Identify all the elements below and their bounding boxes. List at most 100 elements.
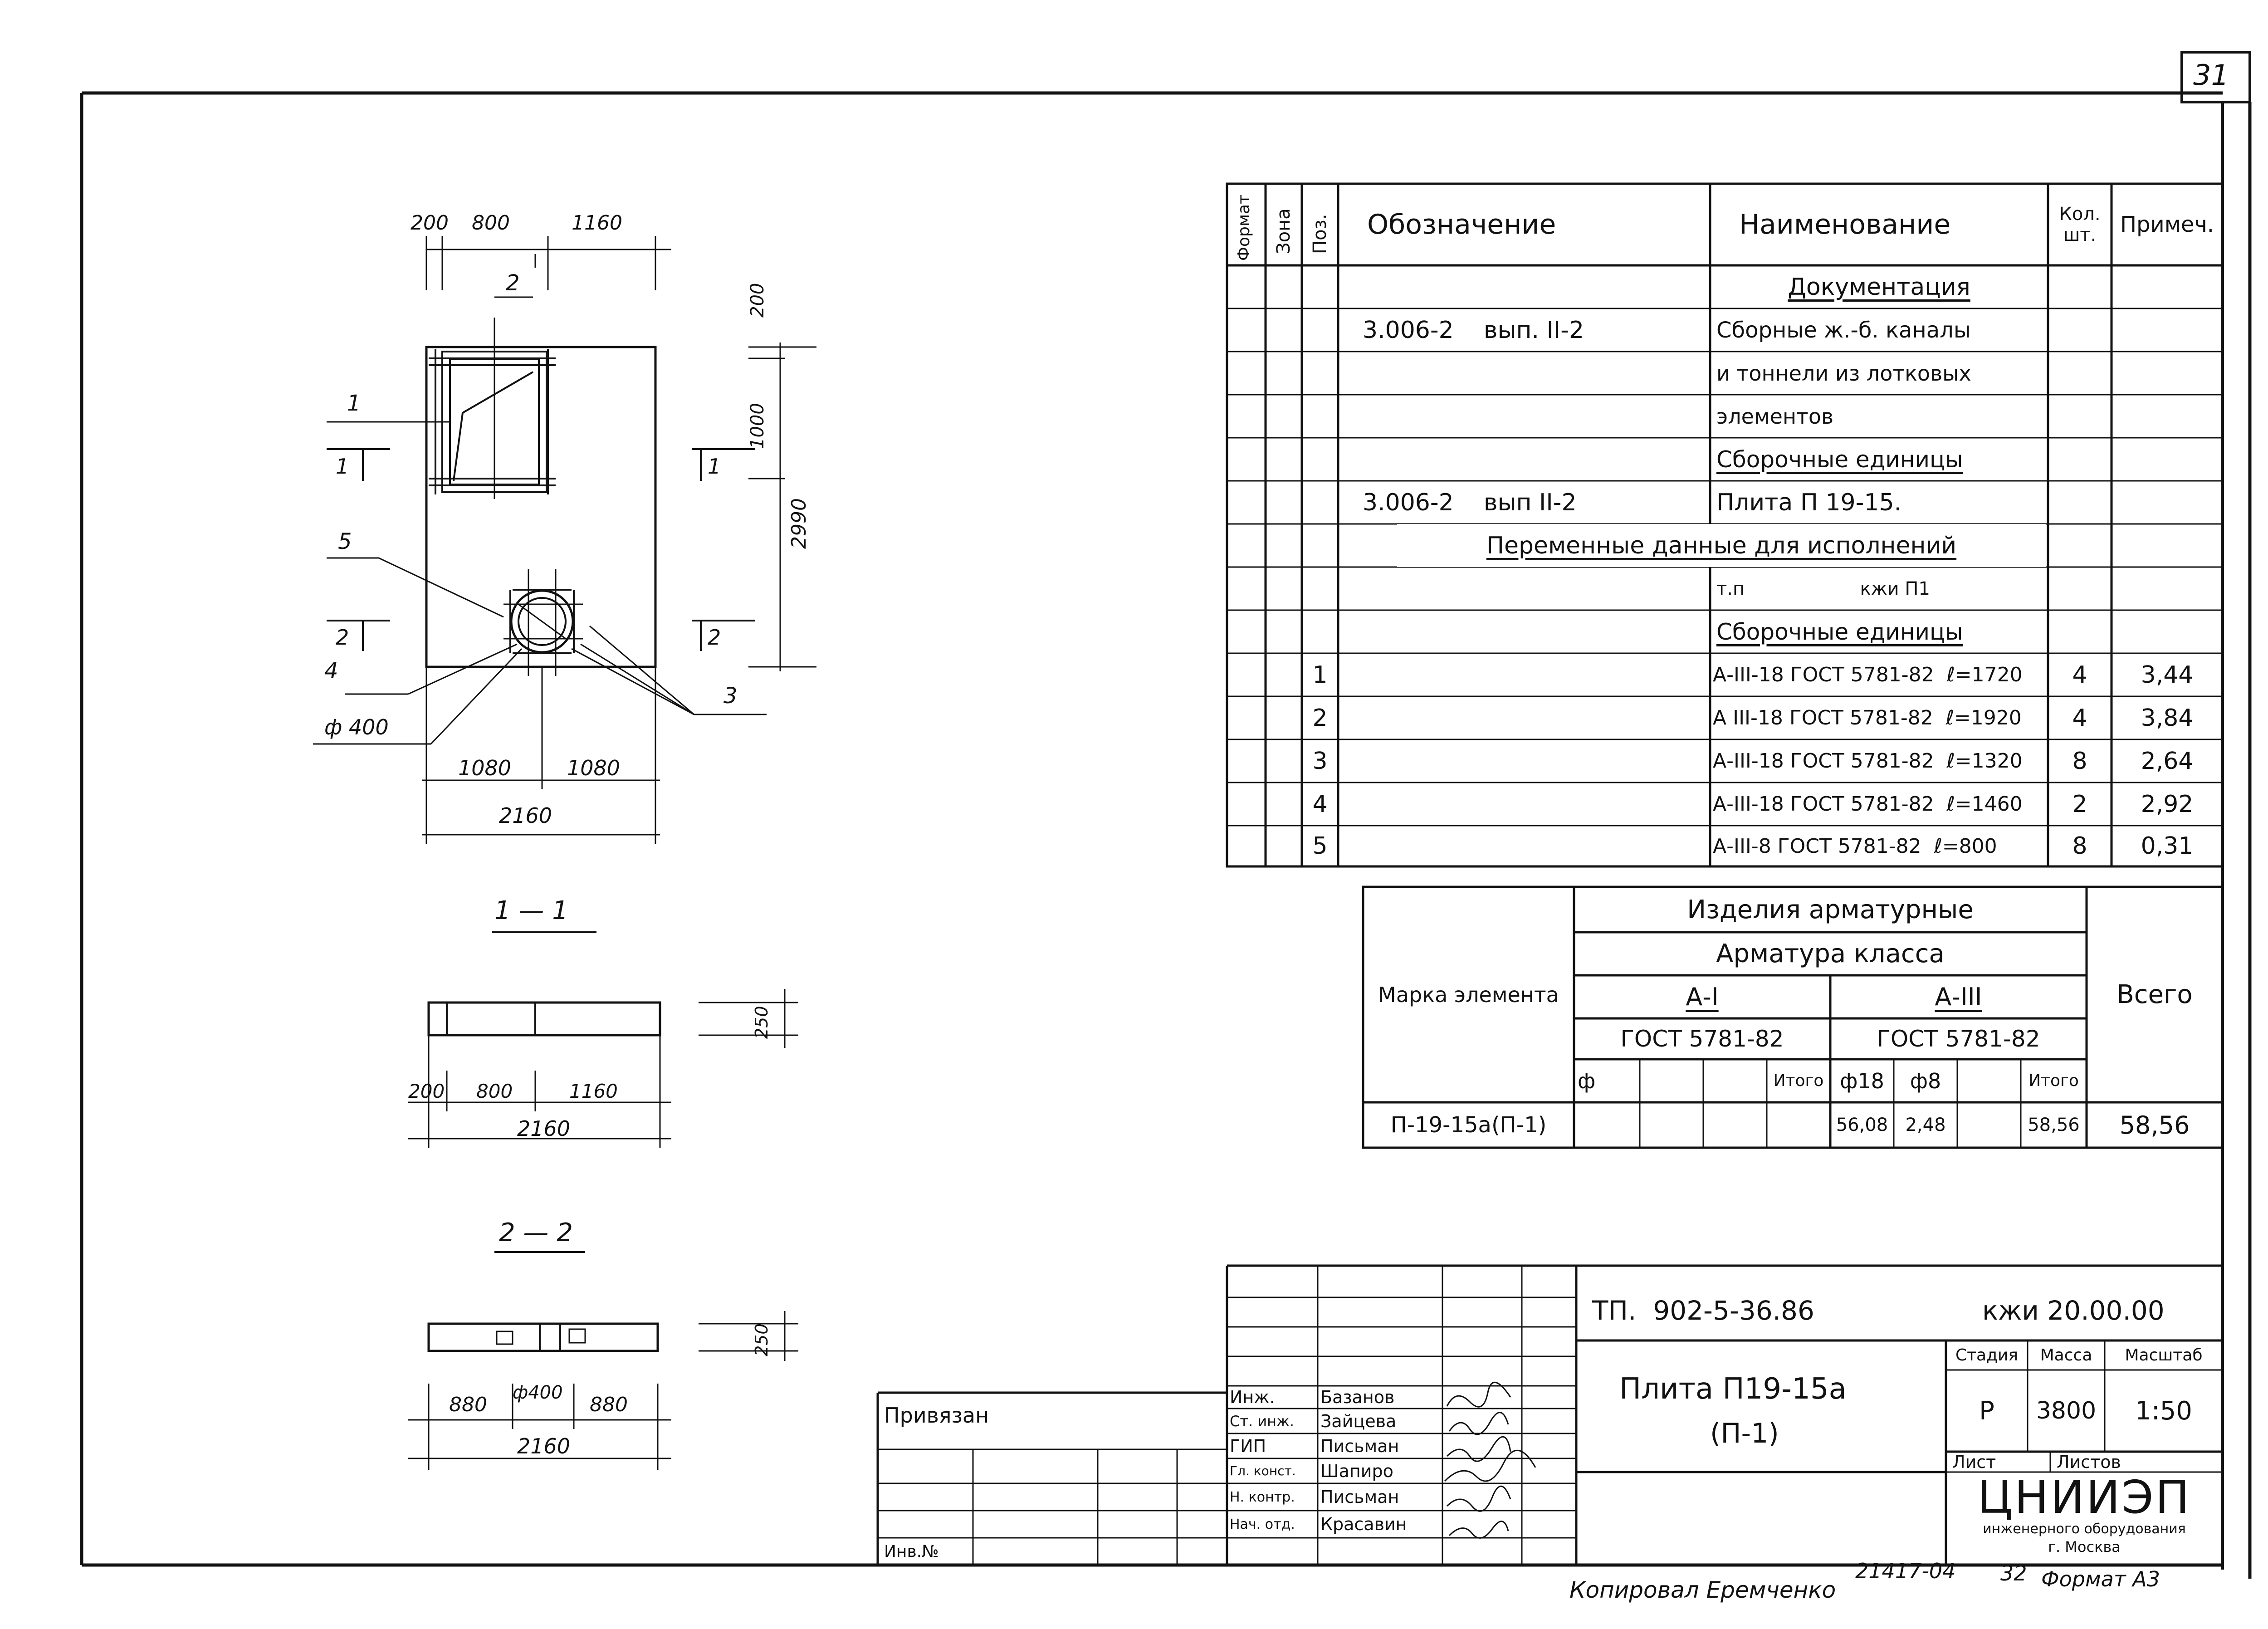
sig-name-3: Письман [1320, 1436, 1399, 1456]
org-city: г. Москва [2048, 1538, 2121, 1556]
section-mark-1-right: 1 [708, 454, 721, 479]
spec-row-13-name: А-III-18 ГОСТ 5781-82 ℓ=1460 [1713, 792, 2023, 816]
plan-dim-1160-top: 1160 [572, 211, 622, 235]
spec-row-14-note: 0,31 [2141, 832, 2194, 860]
section-mark-2-left: 2 [336, 625, 349, 650]
section-1-1-dim-200: 200 [408, 1080, 445, 1102]
rebar-sub-a3-total: Итого [2028, 1071, 2079, 1090]
signature-scribbles [1445, 1382, 1535, 1538]
spec-row-4-name: элементов [1716, 404, 1834, 429]
mass-label: Масса [2040, 1346, 2092, 1365]
spec-row-1-name: Документация [1788, 273, 1970, 301]
plan-dim-200-top: 200 [411, 211, 449, 235]
spec-row-12-name: А-III-18 ГОСТ 5781-82 ℓ=1320 [1713, 749, 2023, 773]
section-2-2-dim-880-right: 880 [590, 1393, 628, 1416]
page-ref: 32 [2000, 1561, 2027, 1585]
drawing-title-line2: (П-1) [1710, 1418, 1779, 1449]
spec-header-format: Формат [1235, 194, 1253, 261]
section-mark-1-left: 1 [336, 454, 349, 479]
spec-row-11-note: 3,84 [2141, 704, 2194, 732]
inventory-number: 21417-04 [1855, 1559, 1956, 1583]
section-2-2-height: 250 [752, 1323, 772, 1356]
bound-label: Привязан [884, 1403, 989, 1428]
plan-callout-1: 1 [347, 391, 361, 416]
sig-name-5: Письман [1320, 1487, 1399, 1507]
sig-role-4: Гл. конст. [1230, 1463, 1296, 1478]
plan-dim-1000-right: 1000 [747, 403, 768, 449]
rebar-class-a1: А-I [1686, 983, 1719, 1011]
plan-dim-1080-left: 1080 [458, 756, 512, 780]
spec-header-designation: Обозначение [1367, 209, 1556, 240]
plan-dim-200-right: 200 [747, 283, 768, 318]
rebar-row-a3-total: 58,56 [2028, 1115, 2080, 1135]
rebar-row-mark: П-19-15а(П-1) [1390, 1112, 1547, 1138]
section-1-1-linework [408, 932, 798, 1148]
plan-view [313, 236, 816, 844]
plan-dim-1080-right: 1080 [567, 756, 621, 780]
plan-callout-4: 4 [324, 658, 338, 684]
inventory-label: Инв.№ [884, 1542, 939, 1561]
plan-dim-2160: 2160 [499, 803, 552, 828]
rebar-sub-a3-phi18: ф18 [1840, 1068, 1884, 1093]
spec-row-3-name: и тоннели из лотковых [1716, 361, 1971, 386]
section-1-1-dim-800: 800 [476, 1080, 513, 1102]
sheet-number: 31 [2193, 59, 2229, 92]
section-1-1-height: 250 [752, 1006, 772, 1039]
sig-role-1: Инж. [1230, 1387, 1275, 1407]
spec-row-2-designation: 3.006-2 вып. II-2 [1363, 316, 1584, 344]
spec-row-11-qty: 4 [2072, 704, 2087, 732]
spec-row-12-qty: 8 [2072, 747, 2087, 775]
scale-value: 1:50 [2135, 1396, 2192, 1426]
sig-name-2: Зайцева [1320, 1411, 1397, 1431]
org-subtitle: инженерного оборудования [1983, 1521, 2186, 1537]
section-mark-2-right: 2 [708, 625, 721, 650]
spec-header-qty: Кол. шт. [2059, 204, 2101, 245]
spec-row-8-name: т.п кжи П1 [1716, 578, 1930, 599]
plan-dim-800-top: 800 [472, 211, 510, 235]
section-1-1-dim-2160: 2160 [517, 1116, 571, 1141]
spec-row-7-wide: Переменные данные для исполнений [1397, 524, 2046, 567]
spec-header-name: Наименование [1739, 209, 1951, 240]
section-2-2-title: 2 — 2 [499, 1218, 573, 1247]
rebar-row-a3-phi18: 56,08 [1836, 1115, 1888, 1135]
spec-row-13-pos: 4 [1312, 790, 1328, 818]
sheet-label: Лист [1952, 1452, 1996, 1472]
spec-row-6-name: Плита П 19-15. [1716, 489, 1902, 516]
section-2-2-linework [408, 1252, 798, 1470]
rebar-table-grid [1363, 887, 2223, 1148]
spec-row-14-name: А-III-8 ГОСТ 5781-82 ℓ=800 [1713, 834, 1997, 858]
spec-row-13-note: 2,92 [2141, 790, 2194, 818]
spec-header-note: Примеч. [2120, 212, 2214, 237]
spec-row-12-pos: 3 [1312, 747, 1328, 775]
spec-row-10-note: 3,44 [2141, 661, 2194, 689]
rebar-sub-a3-phi8: ф8 [1910, 1068, 1941, 1093]
rebar-row-a3-phi8: 2,48 [1905, 1115, 1946, 1135]
spec-row-14-pos: 5 [1312, 832, 1328, 860]
rebar-row-total: 58,56 [2119, 1110, 2190, 1140]
spec-row-11-name: А III-18 ГОСТ 5781-82 ℓ=1920 [1713, 706, 2022, 729]
stage-label: Стадия [1955, 1346, 2019, 1365]
plan-callout-2: 2 [506, 270, 520, 296]
rebar-total-header: Всего [2116, 980, 2193, 1009]
format-label: Формат А3 [2041, 1567, 2160, 1591]
spec-header-pos: Поз. [1310, 214, 1330, 254]
section-2-2-dim-diameter: ф400 [513, 1382, 563, 1403]
sig-role-5: Н. контр. [1230, 1489, 1295, 1505]
spec-row-10-name: А-III-18 ГОСТ 5781-82 ℓ=1720 [1713, 663, 2023, 686]
sig-name-6: Красавин [1320, 1514, 1407, 1534]
spec-row-11-pos: 2 [1312, 704, 1328, 732]
spec-row-12-note: 2,64 [2141, 747, 2194, 775]
rebar-gost-a1: ГОСТ 5781-82 [1620, 1026, 1784, 1052]
section-2-2-dim-880-left: 880 [449, 1393, 487, 1416]
rebar-class-header: Арматура класса [1716, 939, 1945, 969]
spec-row-2-name: Сборные ж.-б. каналы [1716, 317, 1971, 343]
spec-header-zone: Зона [1273, 208, 1294, 254]
spec-row-13-qty: 2 [2072, 790, 2087, 818]
rebar-gost-a3: ГОСТ 5781-82 [1877, 1026, 2040, 1052]
spec-row-10-qty: 4 [2072, 661, 2087, 689]
section-2-2-dim-2160: 2160 [517, 1434, 571, 1458]
plan-callout-3: 3 [723, 683, 738, 709]
spec-row-10-pos: 1 [1312, 661, 1328, 689]
